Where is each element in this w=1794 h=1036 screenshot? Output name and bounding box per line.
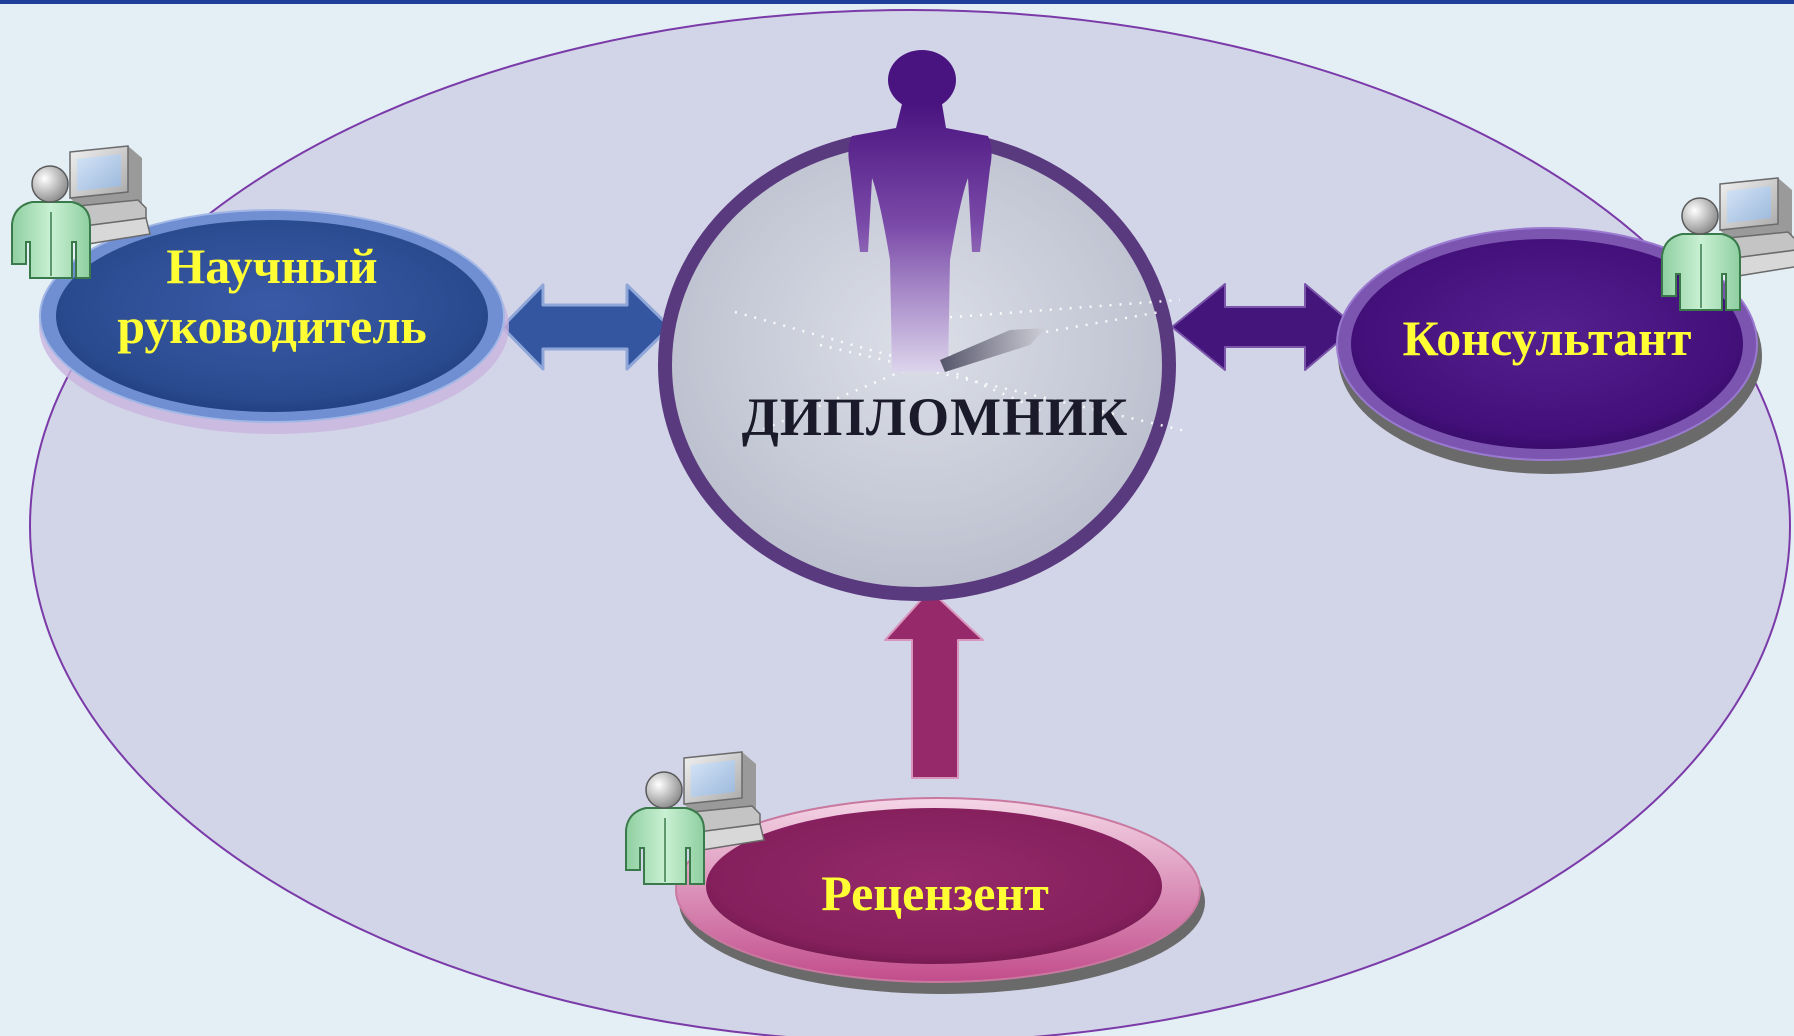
reviewer-label: Рецензент (821, 865, 1049, 921)
user-computer-icon (1661, 177, 1794, 311)
node-reviewer (675, 797, 1205, 994)
supervisor-label-line1: Научный (166, 238, 378, 294)
center-label: ДИПЛОМНИК (741, 387, 1129, 447)
top-border (0, 0, 1794, 4)
person-silhouette-icon (848, 50, 1046, 372)
node-consultant (1336, 227, 1762, 474)
consultant-label: Консультант (1402, 310, 1692, 366)
node-supervisor (39, 209, 509, 434)
supervisor-label-line2: руководитель (117, 298, 427, 354)
supervisor-label: Научный руководитель (72, 236, 472, 356)
